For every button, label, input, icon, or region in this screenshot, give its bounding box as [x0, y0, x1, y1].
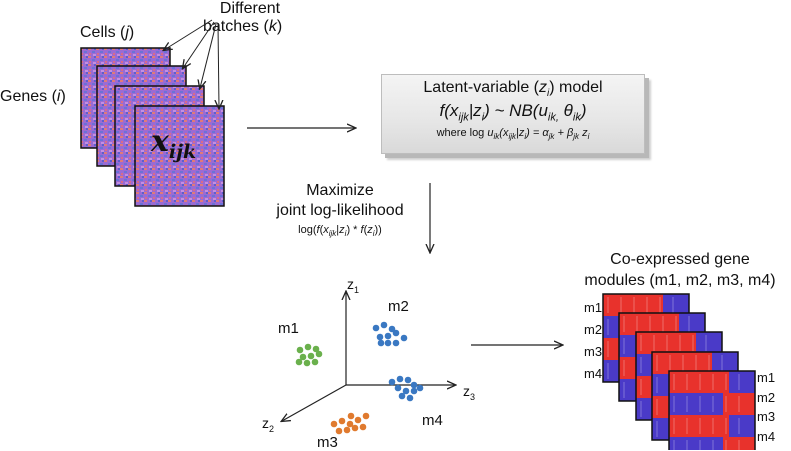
heatmap-right-label-m2: m2	[757, 390, 776, 405]
heatmap-left-label-m4: m4	[584, 366, 603, 381]
model-where: where log uik(xijk|zi) = αjk + βjk zi	[436, 127, 590, 142]
cluster-m3-point	[351, 424, 359, 432]
cluster-m2-point	[388, 325, 396, 333]
module-heatmap-stack	[602, 293, 756, 450]
maximize-formula: log(f(xijk|zi) * f(zi))	[298, 224, 382, 239]
cluster-m4-point	[404, 376, 412, 384]
latent-axes	[282, 292, 455, 421]
cluster-m1-point	[299, 353, 307, 361]
cluster-m4-point	[388, 378, 396, 386]
cluster-label-m4: m4	[422, 412, 443, 429]
cluster-m3-point	[330, 420, 338, 428]
cluster-m1-point	[295, 358, 303, 366]
heatmap-right-label-m1: m1	[757, 370, 776, 385]
cluster-m1-point	[307, 352, 315, 360]
x-ijk-label: xijk	[151, 124, 197, 163]
cluster-m2-point	[377, 339, 385, 347]
z1-label: z1	[347, 276, 360, 295]
cluster-m3-point	[346, 420, 354, 428]
cluster-label-m1: m1	[278, 320, 299, 337]
cluster-m3-point	[343, 426, 351, 434]
cluster-m2-point	[372, 324, 380, 332]
cluster-m3-point	[354, 416, 362, 424]
cluster-m3-point	[338, 417, 346, 425]
cluster-m4-point	[394, 384, 402, 392]
cluster-label-m2: m2	[388, 298, 409, 315]
batches-label-line1: Different	[219, 0, 281, 17]
batch-pointer-arrows	[164, 19, 219, 108]
maximize-line1: Maximize	[306, 182, 374, 199]
cluster-m4-point	[416, 384, 424, 392]
cluster-m4-point	[398, 392, 406, 400]
cells-label: Cells (j)	[80, 24, 135, 41]
module-heatmap-5	[668, 370, 756, 450]
cluster-m2-point	[392, 339, 400, 347]
model-formula: f(xijk|zi) ~ NB(uik, θik)	[439, 101, 587, 124]
cluster-m3-point	[359, 423, 367, 431]
batch-matrix-stack	[80, 47, 225, 207]
cluster-m1-point	[315, 350, 323, 358]
batches-label-line2: batches (k)	[203, 18, 283, 35]
heatmap-left-label-m3: m3	[584, 344, 603, 359]
cluster-m2-point	[400, 334, 408, 342]
batch-matrix-4	[134, 105, 225, 207]
cluster-m1-point	[311, 358, 319, 366]
heatmap-left-label-m1: m1	[584, 300, 603, 315]
cluster-m4-point	[410, 381, 418, 389]
heatmap-right-label-m3: m3	[757, 409, 776, 424]
cluster-m3-point	[347, 412, 355, 420]
genes-label: Genes (i)	[0, 88, 66, 105]
cluster-points	[295, 321, 424, 435]
cluster-m4-point	[402, 387, 410, 395]
modules-title-line1: Co-expressed gene	[610, 251, 750, 268]
maximize-line2: joint log-likelihood	[276, 202, 404, 219]
cluster-m2-point	[380, 321, 388, 329]
cluster-m1-point	[312, 345, 320, 353]
cluster-m2-point	[384, 332, 392, 340]
heatmap-left-label-m2: m2	[584, 322, 603, 337]
modules-title-line2: modules (m1, m2, m3, m4)	[584, 272, 776, 289]
model-title: Latent-variable (zi) model	[423, 79, 603, 100]
cluster-m4-point	[396, 375, 404, 383]
cluster-m2-point	[384, 339, 392, 347]
cluster-m3-point	[362, 412, 370, 420]
latent-model-box: Latent-variable (zi) model f(xijk|zi) ~ …	[381, 74, 645, 154]
cluster-m1-point	[304, 343, 312, 351]
cluster-m4-point	[410, 387, 418, 395]
cluster-m1-point	[303, 359, 311, 367]
cluster-m2-point	[392, 329, 400, 337]
z2-axis	[282, 384, 347, 421]
cluster-m3-point	[335, 427, 343, 435]
z3-label: z3	[463, 383, 476, 402]
cluster-label-m3: m3	[317, 434, 338, 451]
cluster-m4-point	[406, 394, 414, 402]
cluster-m1-point	[296, 346, 304, 354]
cluster-m2-point	[376, 333, 384, 341]
heatmap-right-label-m4: m4	[757, 429, 776, 444]
z2-label: z2	[262, 415, 275, 434]
